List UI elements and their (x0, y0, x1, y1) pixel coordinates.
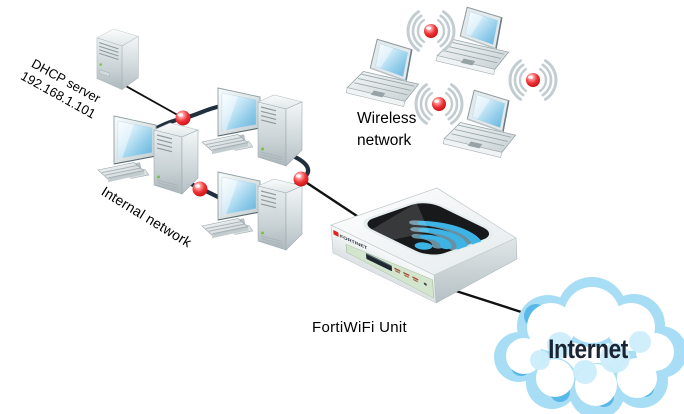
device-port-block (365, 253, 393, 272)
lan-to-fortiwifi-line (300, 177, 361, 220)
workstation-icon-top (201, 87, 303, 167)
wifi-panel (363, 201, 494, 257)
wireless-network-label: Wireless network (357, 108, 416, 152)
fortinet-logo-icon (333, 230, 339, 237)
internet-label: Internet (548, 334, 628, 364)
network-node-1 (175, 110, 191, 126)
laptop-icon-left (345, 38, 420, 108)
fortiwifi-unit-label: FortiWiFi Unit (312, 319, 408, 336)
wifi-dot (414, 242, 433, 250)
wireless-signal-icon-1 (406, 10, 456, 52)
wireless-signal-icon-3 (414, 83, 464, 125)
fortiwifi-device: FORTINET (329, 187, 518, 304)
internet-cloud (494, 277, 684, 414)
dhcp-server-icon (96, 28, 139, 91)
dhcp-server-link-line (123, 84, 184, 119)
wireless-signal-icon-2 (508, 59, 558, 101)
network-node-2 (293, 171, 309, 187)
network-node-3 (192, 181, 208, 197)
workstation-icon-left (97, 115, 199, 195)
wireless-network-label-line1: Wireless (357, 110, 417, 127)
device-front-face: FORTINET (330, 224, 437, 304)
port-labels (394, 267, 419, 283)
workstation-icon-bottom (201, 171, 303, 251)
wireless-network-label-line2: network (357, 132, 412, 149)
laptop-icon-bottom (442, 89, 517, 159)
panel-gloss (370, 202, 430, 241)
device-led (423, 282, 427, 286)
